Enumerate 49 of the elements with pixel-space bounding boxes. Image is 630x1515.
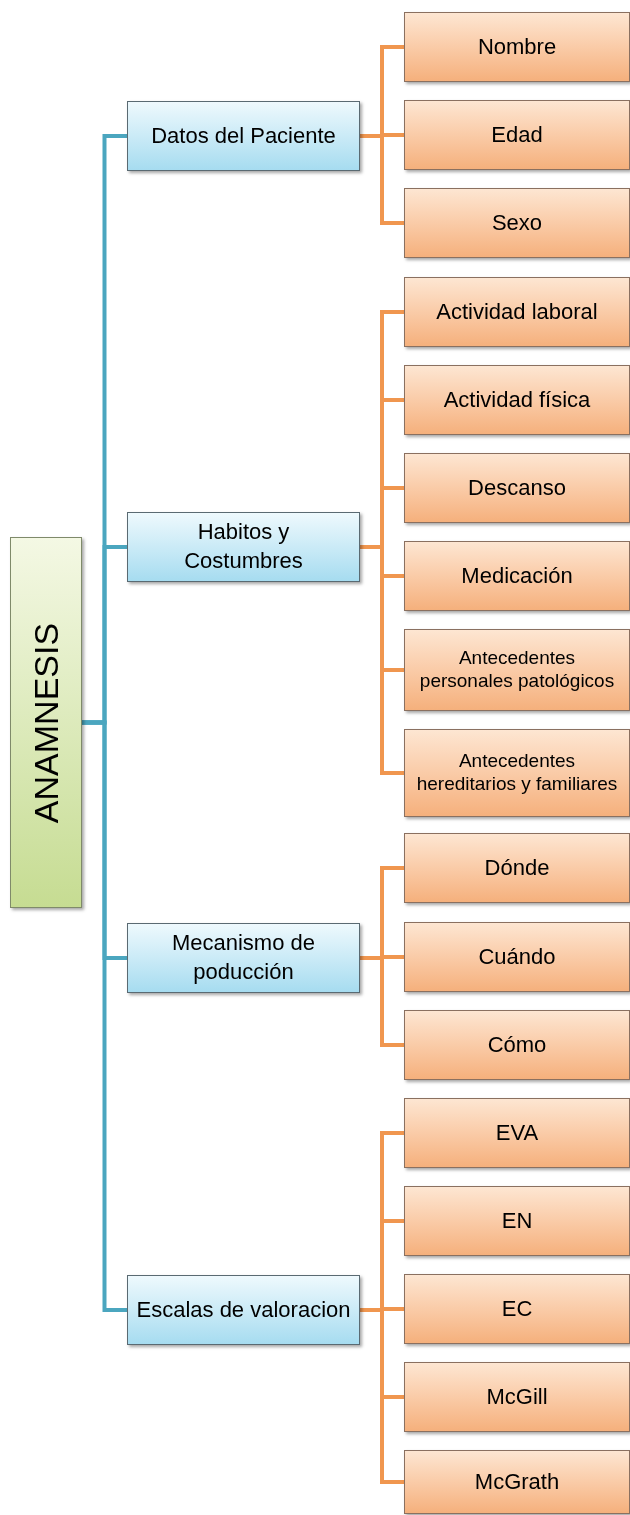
node-label: EC [500,1294,534,1323]
connector-line [360,545,404,775]
item-box [404,100,630,170]
item-box [404,729,630,817]
item-box [404,12,630,82]
node-label: Nombre [476,32,558,61]
category-box [127,923,360,993]
item-box [404,541,630,611]
item-box [404,1098,630,1168]
node-label: Antecedentes personales patológicos [418,647,616,693]
item-box [404,629,630,711]
node-label: Escalas de valoracion [135,1295,352,1324]
node-label: McGrath [473,1467,561,1496]
item-box [404,1450,630,1514]
node-label: Antecedentes hereditarios y familiares [415,750,619,796]
connector-line [360,956,404,1047]
connector-line [360,134,404,225]
node-label: EVA [494,1118,540,1147]
node-label: Sexo [490,208,544,237]
node-label: Descanso [467,473,567,502]
category-box [127,1275,360,1345]
node-label: Datos del Paciente [150,121,337,150]
item-box [404,453,630,523]
node-label: McGill [485,1382,549,1411]
item-box [404,1274,630,1344]
item-box [404,277,630,347]
connector-line [360,1308,404,1484]
node-label: Habitos y Costumbres [183,518,304,575]
item-box [404,365,630,435]
node-label: Mecanismo de poducción [170,929,317,986]
category-box [127,101,360,171]
node-label: Cómo [486,1030,548,1059]
item-box [404,833,630,903]
node-label: Dónde [483,853,551,882]
node-label: Actividad física [442,385,592,414]
root-label: ANAMNESIS [29,622,63,823]
node-label: Cuándo [477,942,557,971]
item-box [404,1186,630,1256]
category-box [127,512,360,582]
item-box [404,188,630,258]
item-box [404,1010,630,1080]
node-label: EN [500,1206,534,1235]
connector-line [82,720,127,1312]
item-box [404,922,630,992]
item-box [404,1362,630,1432]
node-label: Actividad laboral [435,297,599,326]
node-label: Edad [490,120,544,149]
root-box [10,537,82,908]
node-label: Medicación [460,561,574,590]
